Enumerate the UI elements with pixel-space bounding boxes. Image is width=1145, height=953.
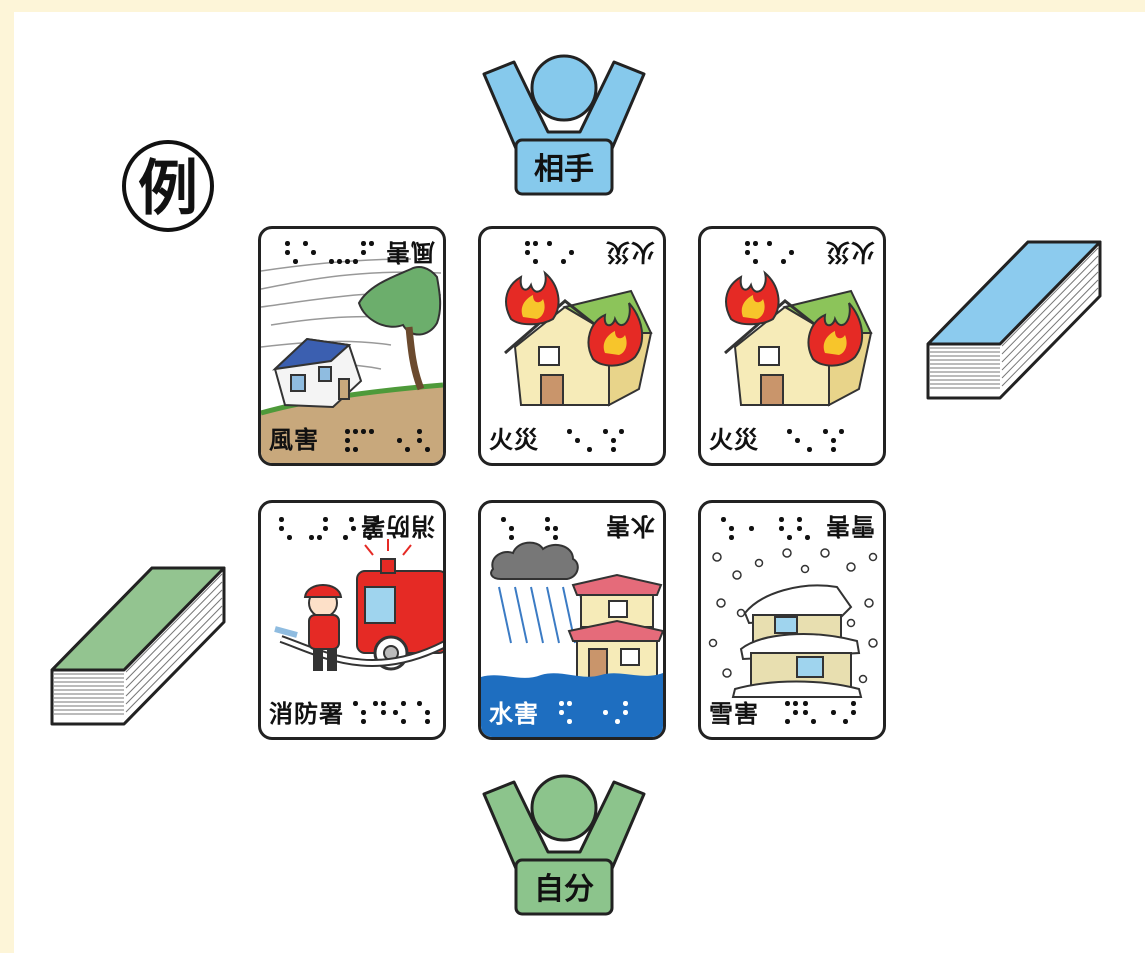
fire-illustration xyxy=(724,270,873,407)
card-top-label: 火災 xyxy=(825,238,875,266)
card-label: 風害 xyxy=(269,426,319,454)
opponent-label: 相手 xyxy=(534,152,594,187)
card-kasai-1[interactable]: 火災 火災 xyxy=(478,226,666,466)
card-label: 消防署 xyxy=(269,700,344,728)
card-suigai[interactable]: 水害 水害 xyxy=(478,500,666,740)
opponent-person-icon xyxy=(482,54,646,196)
card-top-label: 火災 xyxy=(605,238,655,266)
card-fuugai[interactable]: 風害 風害 xyxy=(258,226,446,466)
card-label: 雪害 xyxy=(709,700,759,728)
wind-damage-illustration xyxy=(261,258,443,463)
self-label: 自分 xyxy=(534,872,594,907)
fire-station-illustration xyxy=(274,539,443,671)
card-label: 火災 xyxy=(709,426,759,454)
card-label: 水害 xyxy=(489,700,539,728)
card-top-label: 消防署 xyxy=(360,512,435,540)
card-top-label: 風害 xyxy=(385,238,435,266)
card-label: 火災 xyxy=(489,426,539,454)
example-mark: 例 xyxy=(122,140,214,232)
opponent-deck[interactable] xyxy=(924,236,1104,402)
snow-damage-illustration xyxy=(708,548,878,698)
fire-illustration xyxy=(504,270,653,407)
self-deck[interactable] xyxy=(48,562,228,728)
card-top-label: 雪害 xyxy=(825,512,875,540)
card-top-label: 水害 xyxy=(605,512,655,540)
self-person-icon xyxy=(482,774,646,916)
card-kasai-2[interactable]: 火災 火災 xyxy=(698,226,886,466)
card-shouboushou[interactable]: 消防署 消防署 xyxy=(258,500,446,740)
flood-illustration xyxy=(481,541,663,737)
card-setsugai[interactable]: 雪害 雪害 xyxy=(698,500,886,740)
